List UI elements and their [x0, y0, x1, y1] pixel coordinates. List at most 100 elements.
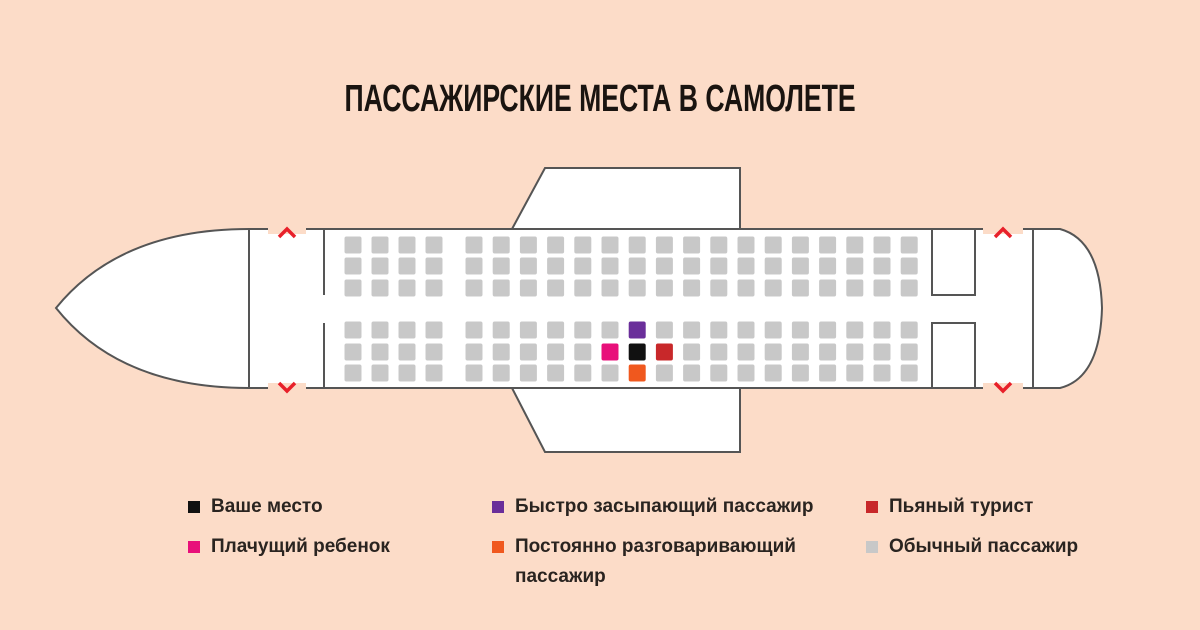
seat	[737, 321, 755, 339]
seat	[846, 257, 864, 275]
legend-label: Плачущий ребенок	[211, 536, 390, 557]
seat	[873, 343, 891, 361]
seat	[425, 236, 443, 254]
seat	[425, 321, 443, 339]
seat	[683, 364, 701, 382]
seat	[900, 236, 918, 254]
seat	[819, 257, 837, 275]
seat	[574, 257, 592, 275]
seat	[900, 279, 918, 297]
seat	[371, 343, 389, 361]
lavatory-upper	[931, 228, 976, 296]
seat	[547, 343, 565, 361]
seat-your-seat	[628, 343, 646, 361]
seat	[519, 236, 537, 254]
seat	[900, 364, 918, 382]
seat	[371, 236, 389, 254]
seat	[601, 257, 619, 275]
seat	[425, 364, 443, 382]
seat	[846, 364, 864, 382]
seat	[764, 279, 782, 297]
upper-wing	[510, 167, 741, 230]
seat	[547, 236, 565, 254]
seat	[873, 236, 891, 254]
seat	[344, 343, 362, 361]
legend-item-regular: Обычный пассажир	[866, 532, 1078, 562]
seat	[737, 279, 755, 297]
legend-item-talker: Постоянно разговаривающий пассажир	[492, 532, 822, 592]
seat	[574, 236, 592, 254]
seat	[371, 257, 389, 275]
seat	[425, 279, 443, 297]
seat	[344, 321, 362, 339]
seat	[492, 257, 510, 275]
seat	[398, 257, 416, 275]
legend-item-sleepy: Быстро засыпающий пассажир	[492, 492, 813, 522]
seat	[683, 321, 701, 339]
seat	[519, 279, 537, 297]
legend-label: Обычный пассажир	[889, 536, 1079, 557]
seat	[492, 343, 510, 361]
seat	[574, 321, 592, 339]
lavatory-lower	[931, 322, 976, 389]
seat	[710, 279, 728, 297]
seat	[492, 364, 510, 382]
seat-sleepy	[628, 321, 646, 339]
seat	[710, 364, 728, 382]
seat	[791, 321, 809, 339]
seat	[791, 279, 809, 297]
seat	[601, 364, 619, 382]
seat	[371, 279, 389, 297]
legend-item-drunk: Пьяный турист	[866, 492, 1033, 522]
legend-label: Быстро засыпающий пассажир	[515, 496, 814, 517]
seat	[344, 279, 362, 297]
drunk-swatch	[866, 501, 878, 513]
seat	[519, 364, 537, 382]
seat	[764, 364, 782, 382]
seat	[371, 364, 389, 382]
seat	[710, 257, 728, 275]
seat	[791, 343, 809, 361]
seat	[873, 279, 891, 297]
seat	[574, 364, 592, 382]
seat	[791, 236, 809, 254]
seat	[819, 364, 837, 382]
seat	[425, 343, 443, 361]
seat	[398, 236, 416, 254]
seat	[655, 236, 673, 254]
seat-drunk	[655, 343, 673, 361]
seat	[574, 343, 592, 361]
seat	[873, 364, 891, 382]
seat	[519, 321, 537, 339]
seat	[655, 257, 673, 275]
crying-child-swatch	[188, 541, 200, 553]
seat	[710, 343, 728, 361]
seat	[900, 343, 918, 361]
seat-talker	[628, 364, 646, 382]
seat	[547, 364, 565, 382]
seat	[574, 279, 592, 297]
seat	[628, 279, 646, 297]
exit-up-icon	[277, 226, 297, 239]
seat	[547, 257, 565, 275]
seat	[371, 321, 389, 339]
seat	[465, 343, 483, 361]
seat	[628, 257, 646, 275]
seat-grid	[344, 236, 918, 382]
seat	[519, 257, 537, 275]
seat	[683, 236, 701, 254]
seat	[655, 279, 673, 297]
seat	[873, 257, 891, 275]
seat	[900, 257, 918, 275]
title-text: ПАССАЖИРСКИЕ МЕСТА В САМОЛЕТЕ	[344, 78, 856, 120]
seat	[737, 364, 755, 382]
sleepy-swatch	[492, 501, 504, 513]
seat	[492, 236, 510, 254]
seat	[846, 321, 864, 339]
seat	[547, 321, 565, 339]
seat	[846, 236, 864, 254]
seat	[492, 321, 510, 339]
seat	[764, 343, 782, 361]
legend-item-crying-child: Плачущий ребенок	[188, 532, 390, 562]
